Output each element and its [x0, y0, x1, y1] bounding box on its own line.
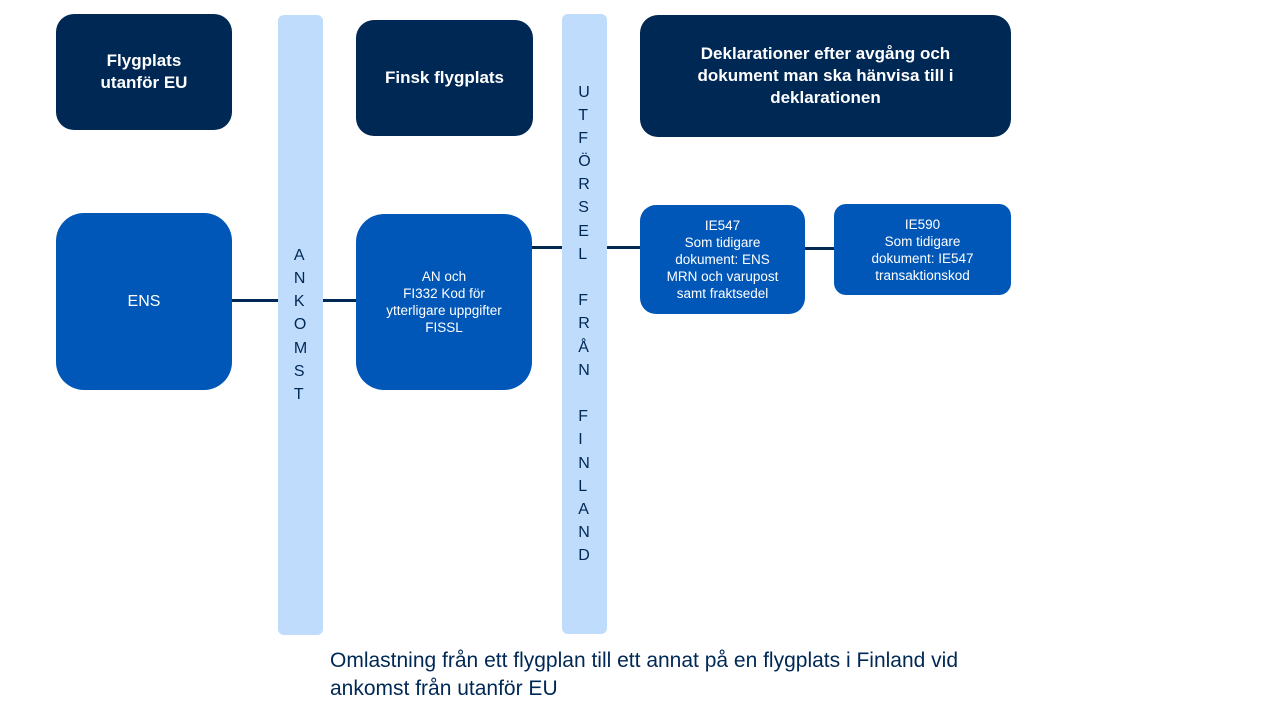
pillar-exit-letter: L — [578, 477, 588, 495]
pillar-exit-letter: Ö — [578, 153, 591, 171]
pillar-arrival-letter: O — [293, 316, 307, 334]
pillar-exit-letter: U — [578, 83, 590, 101]
header-outside-eu-airport: Flygplats utanför EU — [56, 14, 232, 130]
pillar-exit-gap — [578, 382, 590, 405]
pillar-arrival-letter: T — [293, 385, 304, 403]
pillar-exit-letter: D — [578, 547, 590, 565]
pillar-exit-letter: A — [578, 500, 589, 518]
box-an-fi332: AN och FI332 Kod för ytterligare uppgift… — [356, 214, 532, 390]
box-an-fi332-label: AN och FI332 Kod för ytterligare uppgift… — [386, 269, 502, 335]
pillar-exit-letter: S — [578, 199, 589, 217]
header-declarations: Deklarationer efter avgång och dokument … — [640, 15, 1011, 137]
box-ens: ENS — [56, 213, 232, 390]
pillar-exit-letter: N — [578, 361, 590, 379]
header-finnish-airport: Finsk flygplats — [356, 20, 533, 136]
pillar-arrival-letter: N — [293, 270, 306, 288]
pillar-exit-letter: E — [578, 222, 589, 240]
pillar-exit-letter: N — [578, 454, 590, 472]
header-declarations-label: Deklarationer efter avgång och dokument … — [697, 44, 954, 107]
box-ie590-label: IE590 Som tidigare dokument: IE547 trans… — [871, 216, 974, 283]
pillar-arrival-letter: S — [293, 362, 305, 380]
pillar-exit-gap — [578, 266, 590, 289]
pillar-exit-letter: F — [578, 408, 589, 426]
box-ens-label: ENS — [127, 293, 161, 310]
box-ie547-label: IE547 Som tidigare dokument: ENS MRN och… — [666, 218, 779, 301]
pillar-exit-letter: R — [578, 176, 590, 194]
header-outside-eu-airport-label: Flygplats utanför EU — [100, 51, 188, 92]
connector-ie547-ie590 — [803, 247, 836, 250]
pillar-arrival-letter: K — [293, 293, 305, 311]
pillar-exit-letter: L — [578, 245, 588, 263]
pillar-exit-letter: Å — [578, 338, 589, 356]
pillar-exit-letter: T — [578, 106, 589, 124]
pillar-exit-letter: N — [578, 524, 590, 542]
pillar-arrival-letter: A — [293, 246, 305, 264]
box-ie590: IE590 Som tidigare dokument: IE547 trans… — [834, 204, 1011, 295]
pillar-exit-letter: F — [578, 292, 589, 310]
header-finnish-airport-label: Finsk flygplats — [384, 68, 505, 87]
diagram-caption: Omlastning från ett flygplan till ett an… — [330, 649, 959, 700]
pillar-arrival-letter: M — [293, 339, 308, 357]
box-ie547: IE547 Som tidigare dokument: ENS MRN och… — [640, 205, 805, 314]
pillar-exit-letter: F — [578, 129, 589, 147]
pillar-exit-letter: R — [578, 315, 590, 333]
pillar-exit-letter: I — [578, 431, 583, 449]
